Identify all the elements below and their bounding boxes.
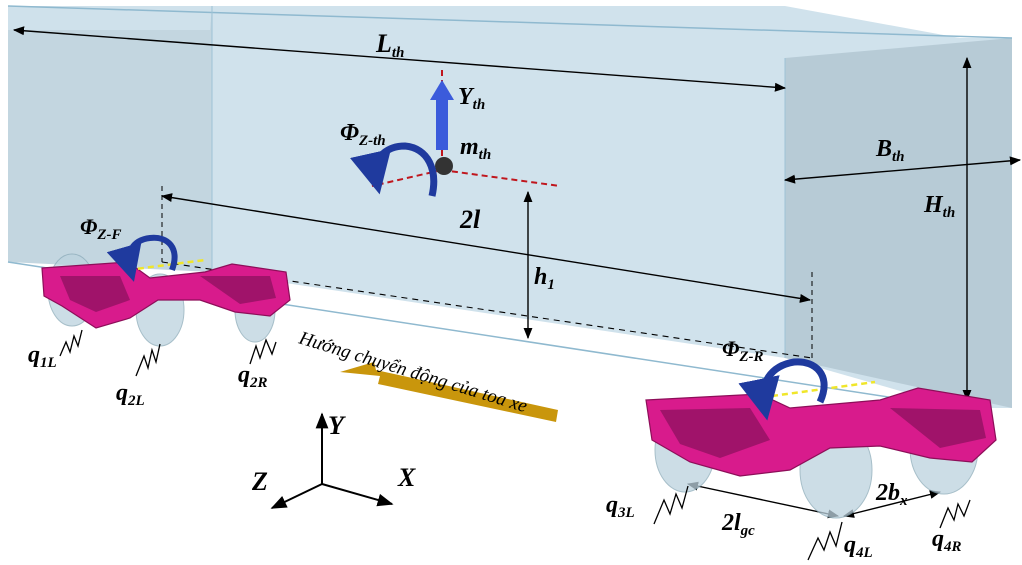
label-wheelbase: 2lgc <box>721 510 755 539</box>
width-dimension-line <box>783 156 1022 184</box>
vertical-force-arrow <box>430 80 454 150</box>
label-q2R: q2R <box>238 362 268 391</box>
axis-z-label: Z <box>251 467 268 496</box>
track-gauge-dimension-line <box>842 490 942 518</box>
label-q2L: q2L <box>116 380 145 409</box>
yaw-rotation-arrow-body <box>350 142 438 197</box>
label-mass: mth <box>460 134 491 163</box>
center-of-mass <box>350 70 561 197</box>
motion-direction-arrow <box>340 362 558 422</box>
label-q4L: q4L <box>844 532 873 561</box>
axis-y-label: Y <box>328 411 346 440</box>
label-q4R: q4R <box>932 526 962 555</box>
label-body-yaw: ΦZ-th <box>340 120 386 149</box>
label-length: Lth <box>375 29 404 61</box>
label-track-gauge: 2bx <box>875 480 908 509</box>
mass-point <box>435 157 453 175</box>
dimension-lines <box>12 26 1022 519</box>
label-rear-yaw: ΦZ-R <box>722 336 764 365</box>
axis-x-label: X <box>397 463 416 492</box>
wheelbase-dimension-line <box>686 481 840 519</box>
track-input-springs <box>59 329 971 561</box>
label-front-yaw: ΦZ-F <box>80 214 122 243</box>
label-q3L: q3L <box>606 492 635 521</box>
label-width: Bth <box>875 136 905 165</box>
front-yaw-arrow <box>106 234 178 282</box>
front-bogie <box>41 234 291 347</box>
motion-direction-text: Hướng chuyển động của toa xe <box>296 327 530 417</box>
coordinate-axes <box>270 412 394 509</box>
label-cg-height: h1 <box>534 264 555 293</box>
label-vertical-displacement: Yth <box>458 84 485 113</box>
length-dimension-line <box>12 26 787 92</box>
rear-yaw-arrow <box>738 358 828 421</box>
label-bogie-spacing: 2l <box>459 205 481 234</box>
bogie-spacing-dimension-line <box>160 193 812 303</box>
label-height: Hth <box>923 192 955 221</box>
label-q1L: q1L <box>28 342 57 371</box>
rear-bogie <box>645 358 997 519</box>
